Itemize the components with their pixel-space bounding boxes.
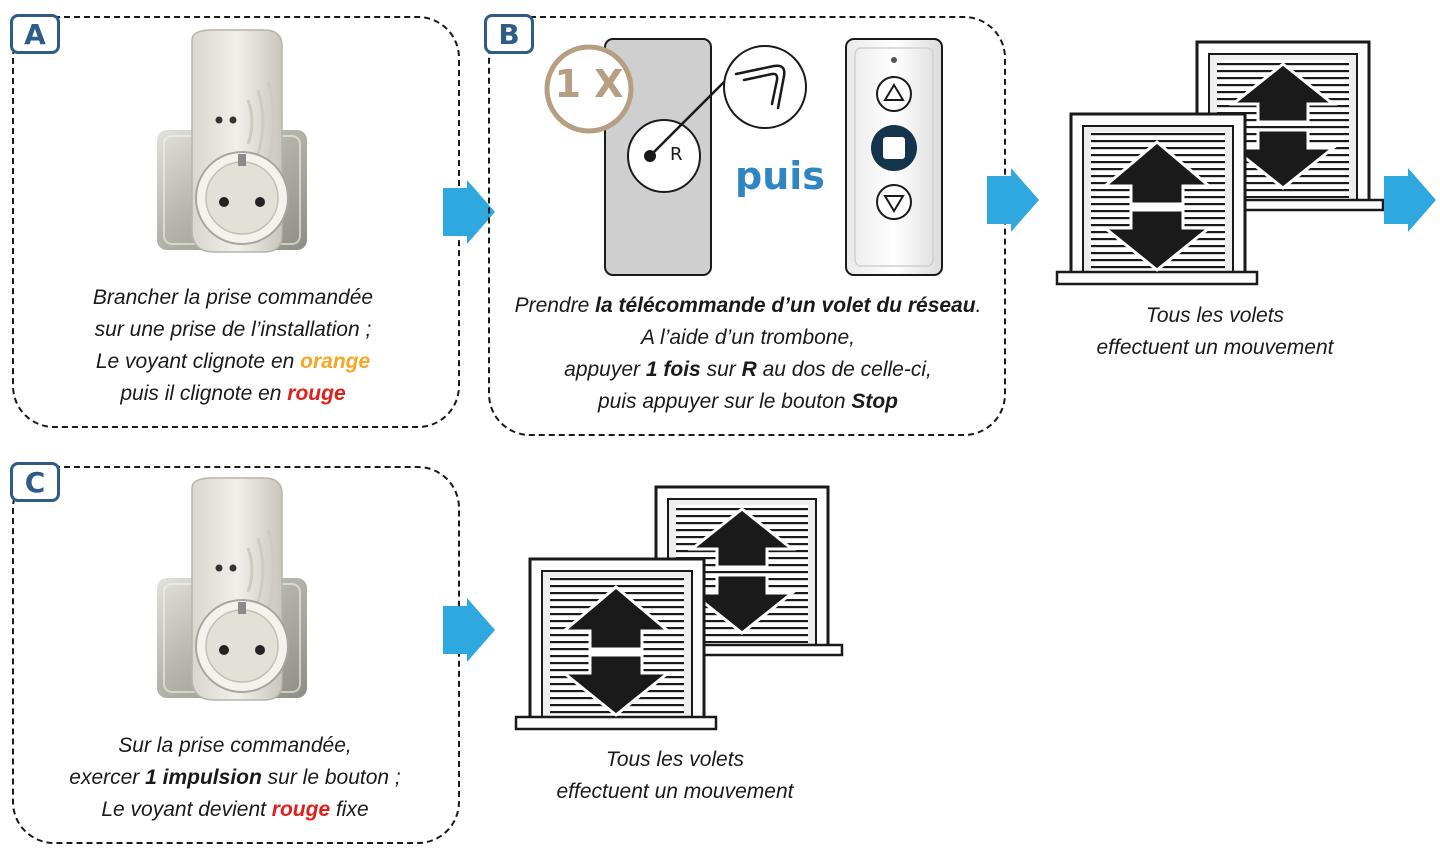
result-1-line1: Tous les volets [1145, 304, 1285, 327]
step-c-line2-pre: exercer [69, 766, 146, 789]
step-c-line3-pre: Le voyant devient [101, 798, 272, 821]
step-a-label: A [24, 17, 46, 51]
result-1-caption: Tous les volets effectuent un mouvement [1050, 300, 1380, 364]
step-b-line4: puis appuyer sur le bouton Stop [478, 386, 1018, 418]
step-a-line2: sur une prise de l’installation ; [94, 318, 372, 341]
step-a-line3: Le voyant clignote en orange [28, 346, 438, 378]
result-2-caption: Tous les volets effectuent un mouvement [510, 744, 840, 808]
arrow-right-icon [1384, 168, 1436, 232]
result-1-line2: effectuent un mouvement [1096, 336, 1334, 359]
step-c-line2: exercer 1 impulsion sur le bouton ; [20, 762, 450, 794]
step-c-box [12, 466, 460, 844]
step-b-line3-pre: appuyer [564, 358, 646, 381]
puis-label: puis [735, 154, 825, 198]
step-c-line3-post: fixe [330, 798, 369, 821]
step-b-line3-bold2: R [741, 358, 757, 381]
arrow-right-icon [987, 168, 1039, 232]
step-b-label: B [498, 17, 520, 51]
step-b-line4-bold: Stop [851, 390, 898, 413]
step-b-line1: Prendre la télécommande d’un volet du ré… [478, 290, 1018, 322]
result-2-line1: Tous les volets [605, 748, 745, 771]
step-b-caption: Prendre la télécommande d’un volet du ré… [478, 290, 1018, 418]
step-b-line3-post: au dos de celle-ci, [756, 358, 932, 381]
arrow-right-icon [443, 598, 495, 662]
smart-plug-icon [155, 28, 309, 254]
step-b-line1-bold: la télécommande d’un volet du réseau [595, 294, 976, 317]
step-a-red-word: rouge [287, 382, 346, 405]
step-a-line3-text: Le voyant clignote en [95, 350, 301, 373]
step-b-badge: B [484, 14, 534, 54]
step-c-badge: C [10, 462, 60, 502]
step-b-line2: A l’aide d’un trombone, [640, 326, 856, 349]
step-c-caption: Sur la prise commandée, exercer 1 impuls… [20, 730, 450, 826]
shutters-icon [1055, 40, 1385, 286]
smart-plug-icon [155, 476, 309, 702]
step-b-line1-post: . [975, 294, 982, 317]
step-b-box [488, 16, 1006, 436]
step-c-line2-bold: 1 impulsion [145, 766, 262, 789]
step-c-label: C [24, 465, 46, 499]
reset-label: R [670, 144, 683, 165]
step-a-badge: A [10, 14, 60, 54]
result-2-line2: effectuent un mouvement [556, 780, 794, 803]
step-a-orange-word: orange [300, 350, 371, 373]
step-c-red-word: rouge [271, 798, 331, 821]
step-b-line3-bold1: 1 fois [645, 358, 701, 381]
step-c-line3: Le voyant devient rouge fixe [20, 794, 450, 826]
step-b-line3: appuyer 1 fois sur R au dos de celle-ci, [478, 354, 1018, 386]
paperclip-icon [723, 45, 807, 129]
remote-control-icon [845, 38, 943, 276]
shutters-icon [514, 485, 844, 731]
one-x-circle [544, 44, 634, 134]
step-c-line2-post: sur le bouton ; [261, 766, 401, 789]
step-a-line4: puis il clignote en rouge [28, 378, 438, 410]
step-b-line3-mid: sur [700, 358, 742, 381]
step-a-line4-text: puis il clignote en [120, 382, 288, 405]
step-b-line1-pre: Prendre [514, 294, 596, 317]
step-a-caption: Brancher la prise commandée sur une pris… [28, 282, 438, 410]
one-x-label: 1 X [554, 62, 624, 106]
step-a-line1: Brancher la prise commandée [92, 286, 374, 309]
step-c-line1: Sur la prise commandée, [118, 734, 352, 757]
step-b-line4-pre: puis appuyer sur le bouton [598, 390, 852, 413]
